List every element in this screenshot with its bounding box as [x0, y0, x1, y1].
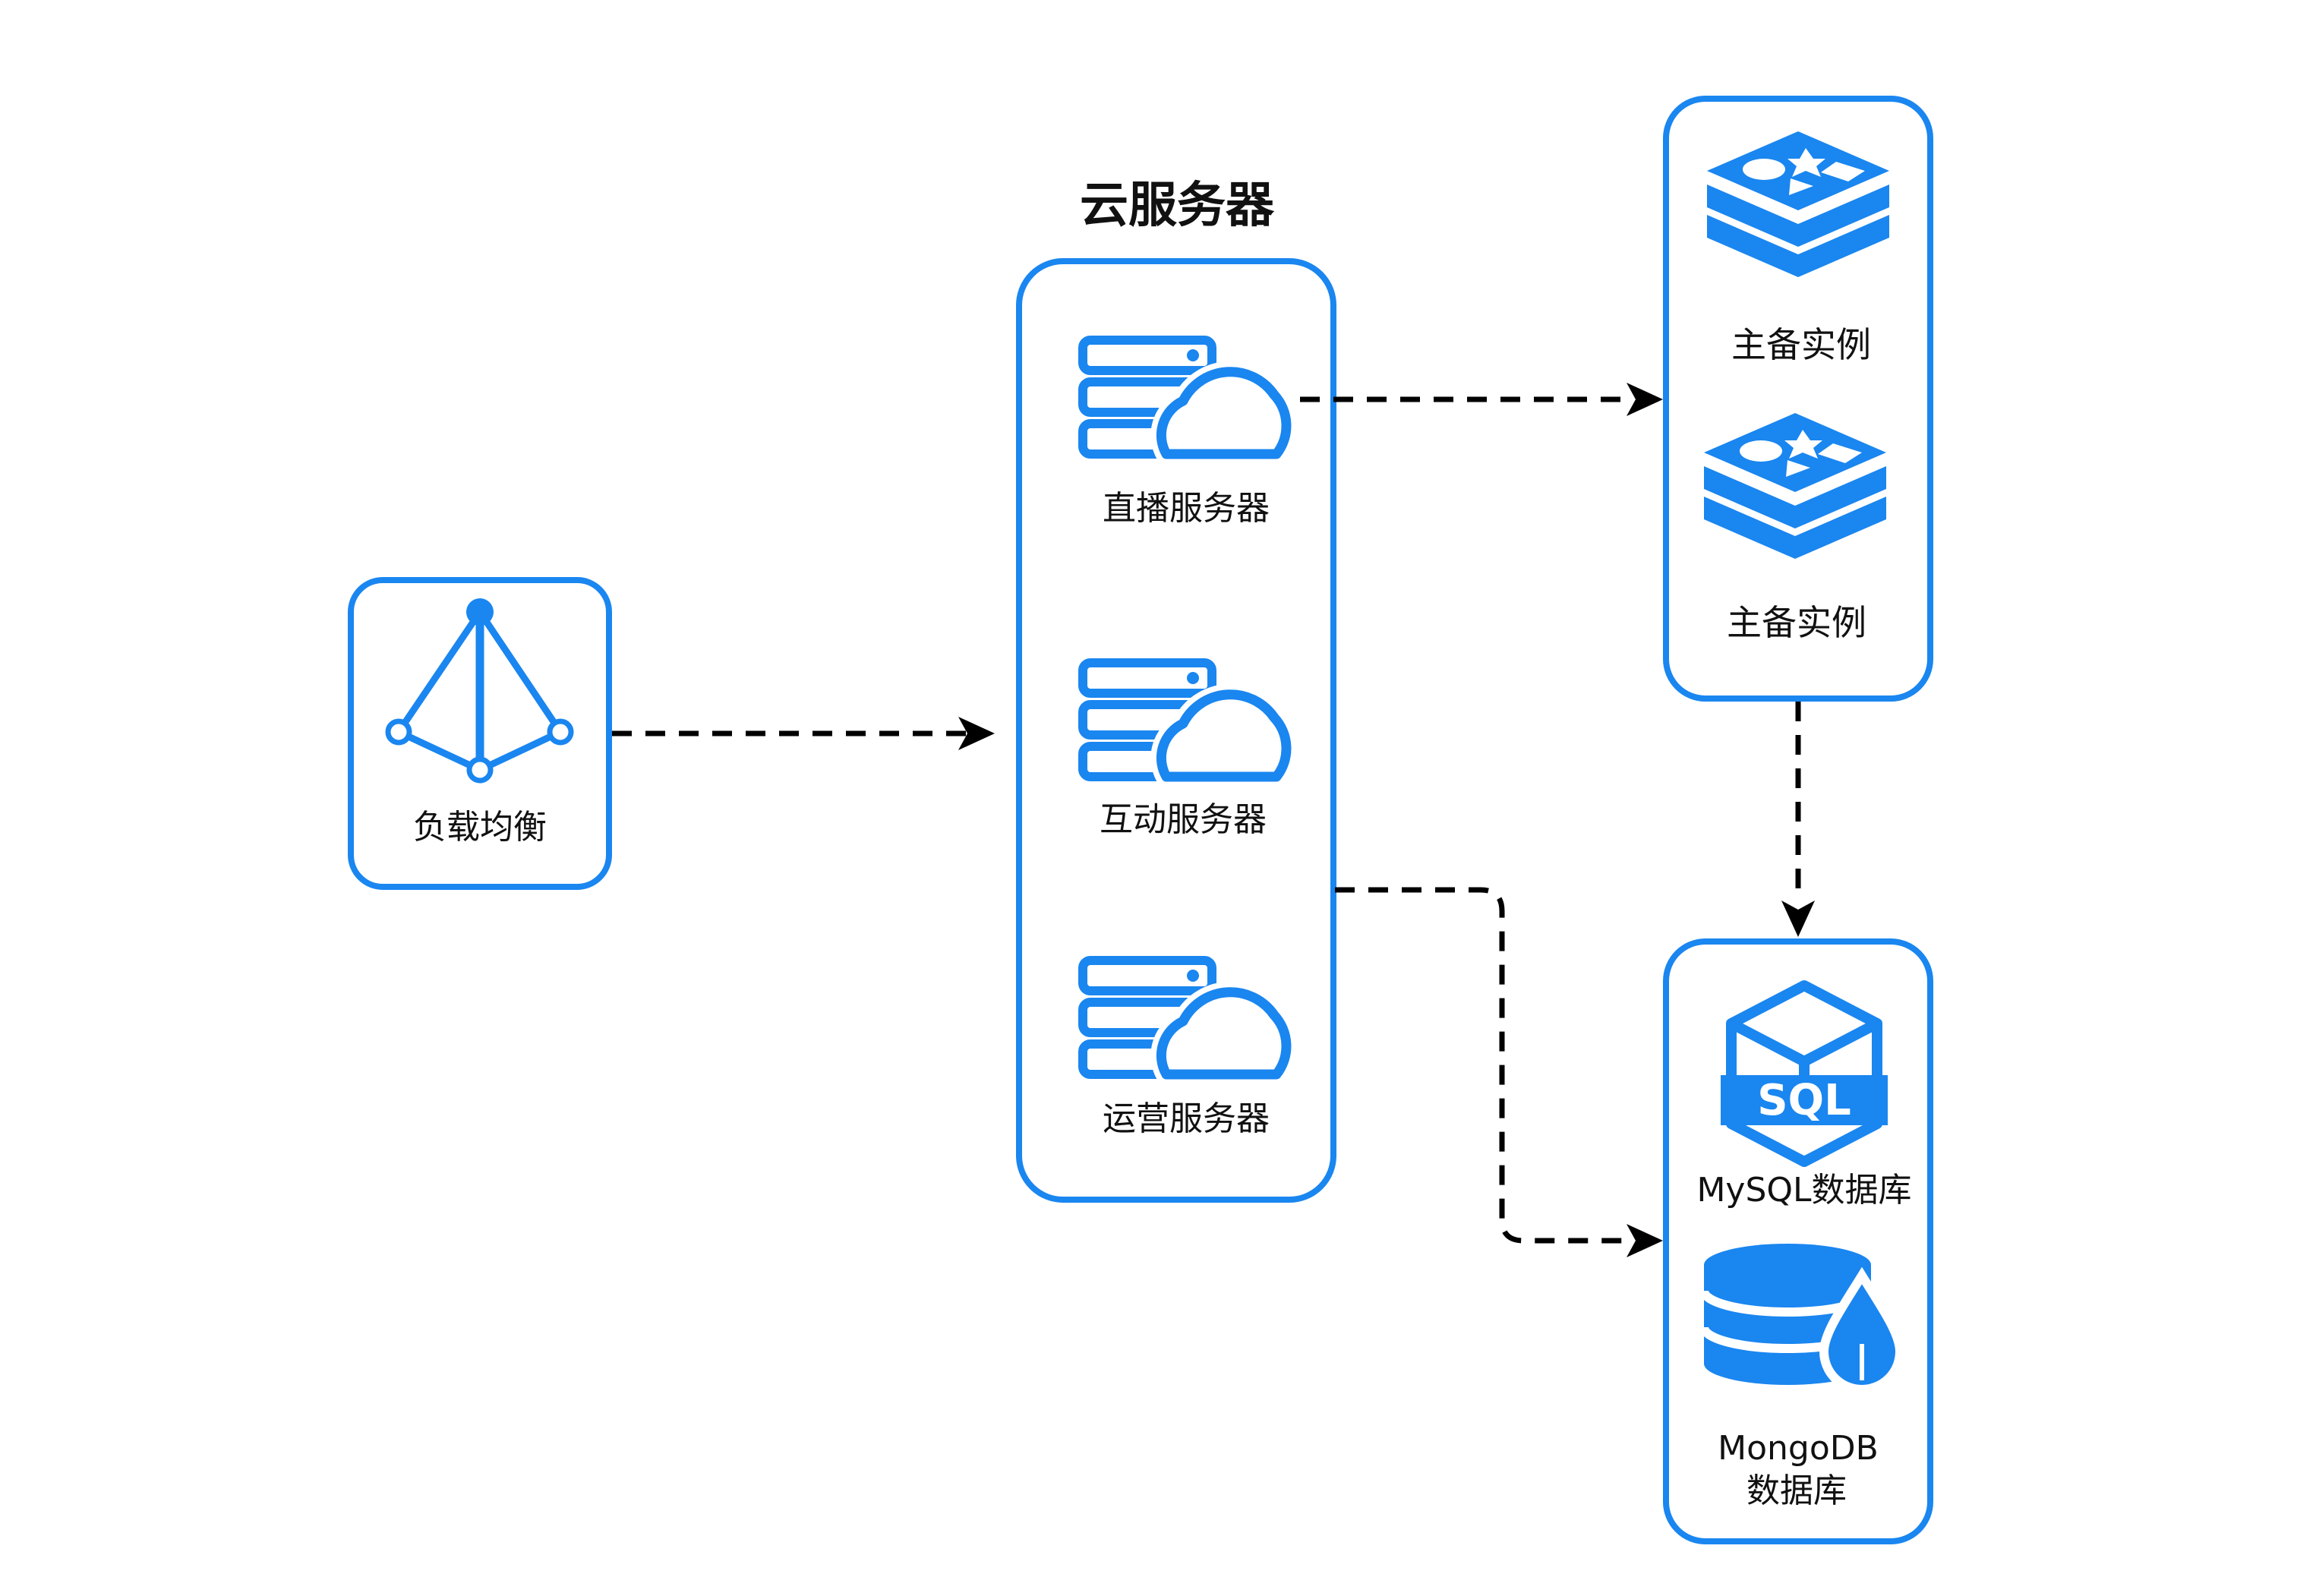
- mysql-icon: SQL: [1721, 980, 1888, 1167]
- mysql-label: MySQL数据库: [1696, 1171, 1911, 1210]
- mongodb-icon: [1699, 1244, 1905, 1394]
- redis-instance-label: 主备实例: [1731, 324, 1871, 365]
- operations-server-label: 运营服务器: [1103, 1099, 1270, 1138]
- connector-live-to-redis: [1300, 383, 1663, 416]
- load-balancer-label: 负载均衡: [413, 808, 547, 847]
- connector-servers-to-db: [1335, 887, 1663, 1257]
- interactive-server-label: 互动服务器: [1100, 800, 1267, 839]
- connector-redis-to-db: [1781, 702, 1815, 937]
- live-server-label: 直播服务器: [1103, 489, 1270, 528]
- cloud-server-title: 云服务器: [1080, 178, 1275, 234]
- load-balancer-icon: [385, 598, 574, 784]
- mysql-icon-text: SQL: [1757, 1076, 1851, 1125]
- connector-lb-to-servers: [612, 717, 995, 750]
- mongodb-label-line2: 数据库: [1746, 1471, 1847, 1510]
- redis-instance-label: 主备实例: [1727, 602, 1866, 643]
- redis-group[interactable]: [1663, 96, 1933, 702]
- mongodb-label-line1: MongoDB: [1718, 1429, 1879, 1468]
